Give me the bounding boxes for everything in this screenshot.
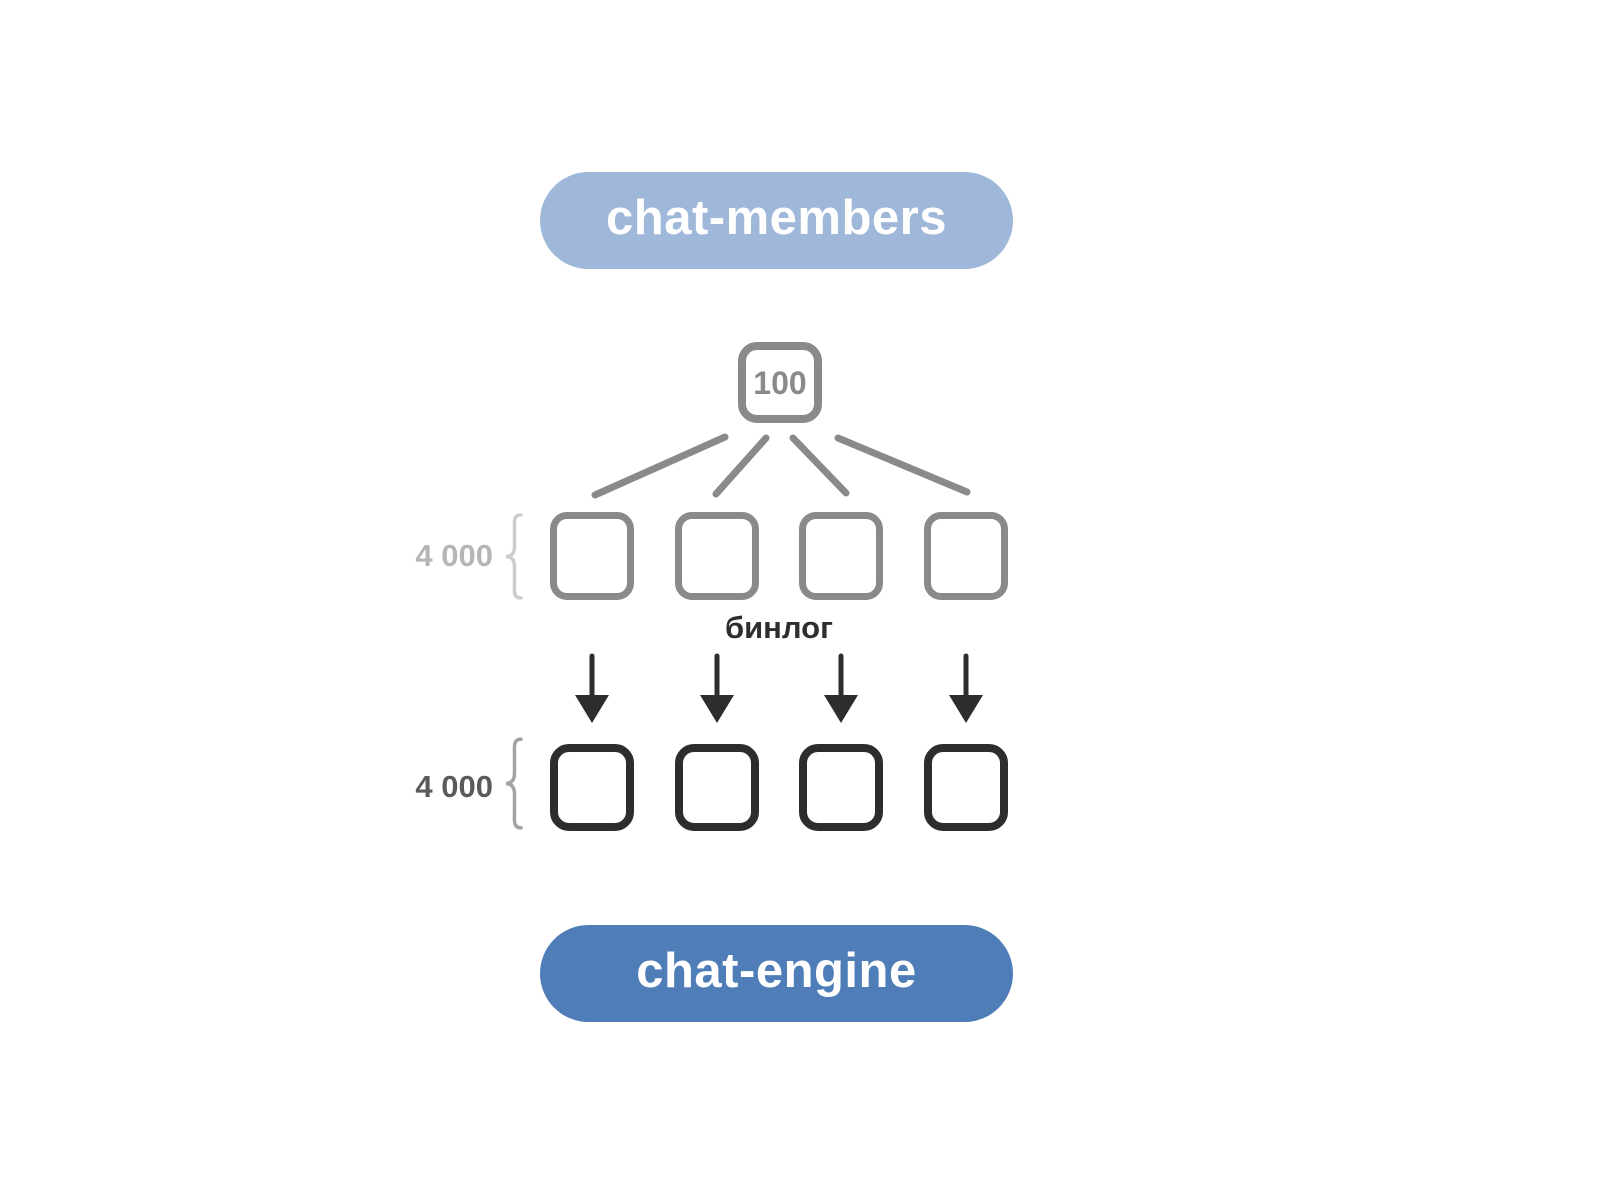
chat-members-shards-row	[550, 512, 1008, 600]
chat-engine-shards-row	[550, 744, 1008, 831]
top-brace-path	[505, 513, 523, 600]
chat-engine-pill: chat-engine	[540, 925, 1013, 1022]
members-shard-box-3	[799, 512, 884, 600]
top-shard-count-label: 4 000	[415, 538, 493, 573]
engine-shard-box-3	[799, 744, 884, 831]
chat-engine-label: chat-engine	[636, 944, 917, 998]
fan-line-4	[834, 434, 971, 496]
engine-shard-box-4	[923, 744, 1008, 831]
members-shard-box-2	[674, 512, 759, 600]
binlog-arrows	[575, 653, 983, 723]
top-brace	[505, 513, 523, 600]
chat-members-label: chat-members	[606, 191, 947, 245]
fan-line-2	[712, 434, 770, 498]
root-count-value: 100	[753, 364, 807, 401]
bottom-brace	[505, 737, 523, 830]
engine-shard-box-2	[674, 744, 759, 831]
bottom-shard-count-label: 4 000	[415, 769, 493, 804]
members-shard-box-4	[923, 512, 1008, 600]
fan-line-1	[591, 433, 729, 499]
fan-line-3	[789, 434, 850, 497]
down-arrow-icon	[575, 653, 609, 723]
chat-members-pill: chat-members	[540, 172, 1013, 269]
bottom-brace-path	[505, 737, 523, 830]
down-arrow-icon	[824, 653, 858, 723]
binlog-label: бинлог	[724, 610, 834, 645]
fan-lines	[591, 433, 971, 499]
down-arrow-icon	[700, 653, 734, 723]
members-shard-box-1	[550, 512, 634, 600]
root-count-box: 100	[738, 342, 822, 423]
down-arrow-icon	[949, 653, 983, 723]
engine-shard-box-1	[550, 744, 634, 831]
